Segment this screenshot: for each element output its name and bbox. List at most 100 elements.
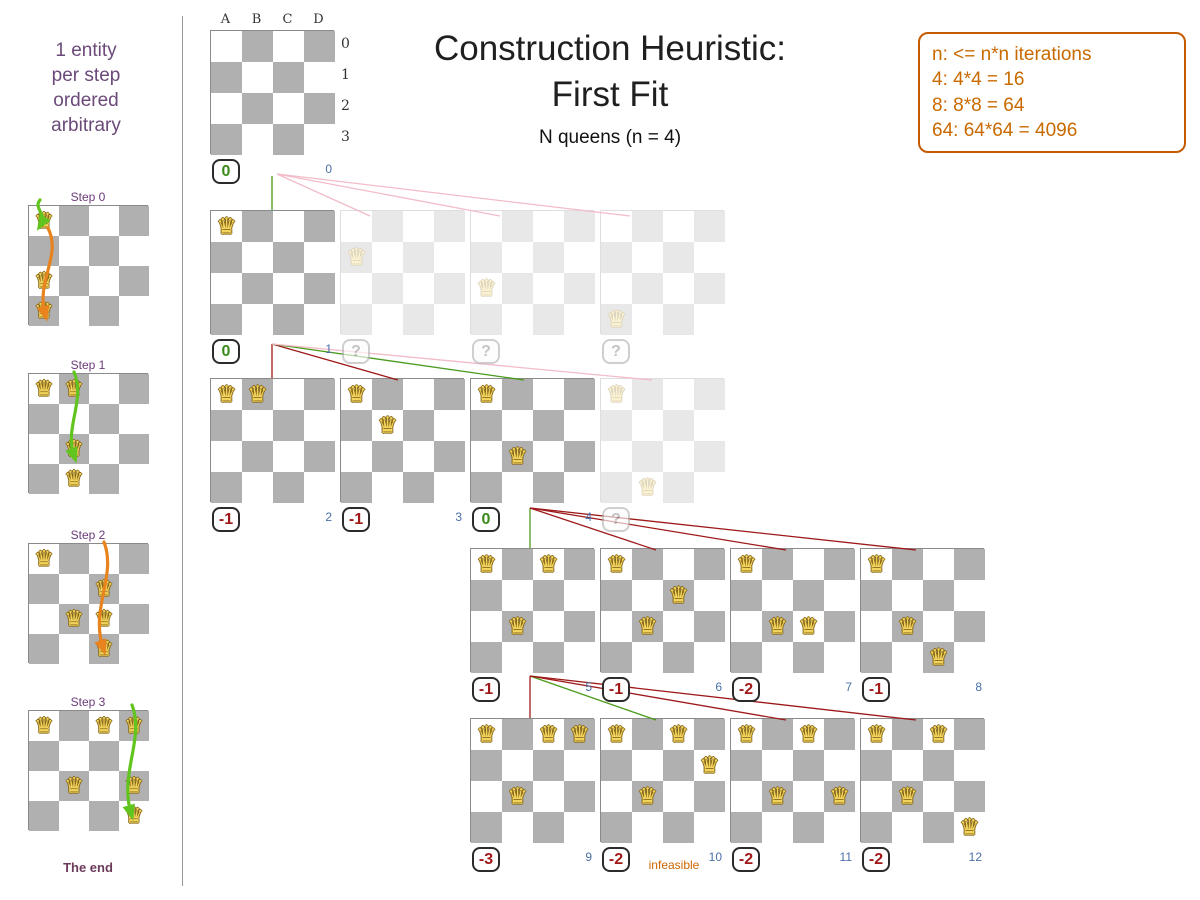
score-badge: -1 [602,677,630,702]
board-square [273,379,304,410]
board-square [892,642,923,673]
board-square [273,273,304,304]
board-square [29,404,59,434]
board-square [273,211,304,242]
queen-icon: ♛ [538,551,559,577]
board-square [861,812,892,843]
board-square [601,549,632,580]
board-square [471,781,502,812]
board-square [434,211,465,242]
board-square [372,410,403,441]
board-square [824,719,855,750]
queen-icon: ♛ [377,412,398,438]
queen-icon: ♛ [94,636,114,661]
board-square [471,242,502,273]
board-square [29,711,59,741]
board-square [119,206,149,236]
board-square [694,379,725,410]
step-label-1: Step 1 [70,358,106,372]
queen-icon: ♛ [928,721,949,747]
board-square [564,611,595,642]
board-square [892,781,923,812]
iterations-info-box: n: <= n*n iterations 4: 4*4 = 16 8: 8*8 … [918,32,1186,154]
board-square [119,434,149,464]
board-square [59,574,89,604]
queen-icon: ♛ [699,752,720,778]
board-square [471,750,502,781]
board-square [273,472,304,503]
board-square [242,62,273,93]
board-square [242,242,273,273]
board-square [119,236,149,266]
board-square [762,611,793,642]
board-square [29,574,59,604]
queen-icon: ♛ [34,713,54,738]
board-square [632,211,663,242]
board-square [304,273,335,304]
board-square [304,124,335,155]
board-square [762,812,793,843]
tree-board-unevaluated: ♛ [340,210,465,335]
sidebar-intro: 1 entity per step ordered arbitrary [16,38,156,138]
intro-line-2: per step [51,65,121,87]
board-square [533,719,564,750]
board-square [601,719,632,750]
board-square [403,472,434,503]
board-square [89,544,119,574]
board-index: 0 [325,162,332,176]
board-square [89,741,119,771]
board-square [861,580,892,611]
board-square [533,211,564,242]
board-square [502,304,533,335]
step-board-2: ♛♛♛♛♛ [28,543,149,664]
row-label: 2 [341,98,350,114]
board-square [954,611,985,642]
board-square [273,441,304,472]
board-square [533,304,564,335]
tree-board-7: ♛♛♛ [730,548,855,673]
board-square [211,441,242,472]
board-square [29,236,59,266]
queen-icon: ♛ [507,613,528,639]
board-square [89,771,119,801]
queen-icon: ♛ [637,783,658,809]
queen-icon: ♛ [866,721,887,747]
queen-icon: ♛ [124,773,144,798]
board-square [304,93,335,124]
board-square [372,211,403,242]
intro-line-4: arbitrary [51,115,121,137]
board-square [533,781,564,812]
board-square [242,304,273,335]
queen-icon: ♛ [476,551,497,577]
board-square [694,580,725,611]
score-badge: 0 [212,339,240,364]
board-square [632,781,663,812]
board-square [471,304,502,335]
board-square [731,750,762,781]
board-square [471,719,502,750]
board-square [502,580,533,611]
board-square [59,206,89,236]
queen-icon: ♛ [606,551,627,577]
board-square [471,441,502,472]
step-label-3: Step 3 [70,695,106,709]
board-square [59,801,89,831]
board-square [663,273,694,304]
board-square [824,549,855,580]
queen-icon: ♛ [34,376,54,401]
queen-icon: ♛ [897,783,918,809]
queen-icon: ♛ [94,606,114,631]
queen-icon: ♛ [866,551,887,577]
board-square [663,242,694,273]
board-square [59,741,89,771]
board-square [731,719,762,750]
board-square [211,273,242,304]
board-square [502,750,533,781]
board-square [533,410,564,441]
column-label: C [282,12,293,27]
board-square [694,410,725,441]
board-square [502,379,533,410]
step-board-3: ♛♛♛♛♛♛ [28,710,149,831]
page-title-line1: Construction Heuristic: [433,29,787,68]
board-square [923,580,954,611]
